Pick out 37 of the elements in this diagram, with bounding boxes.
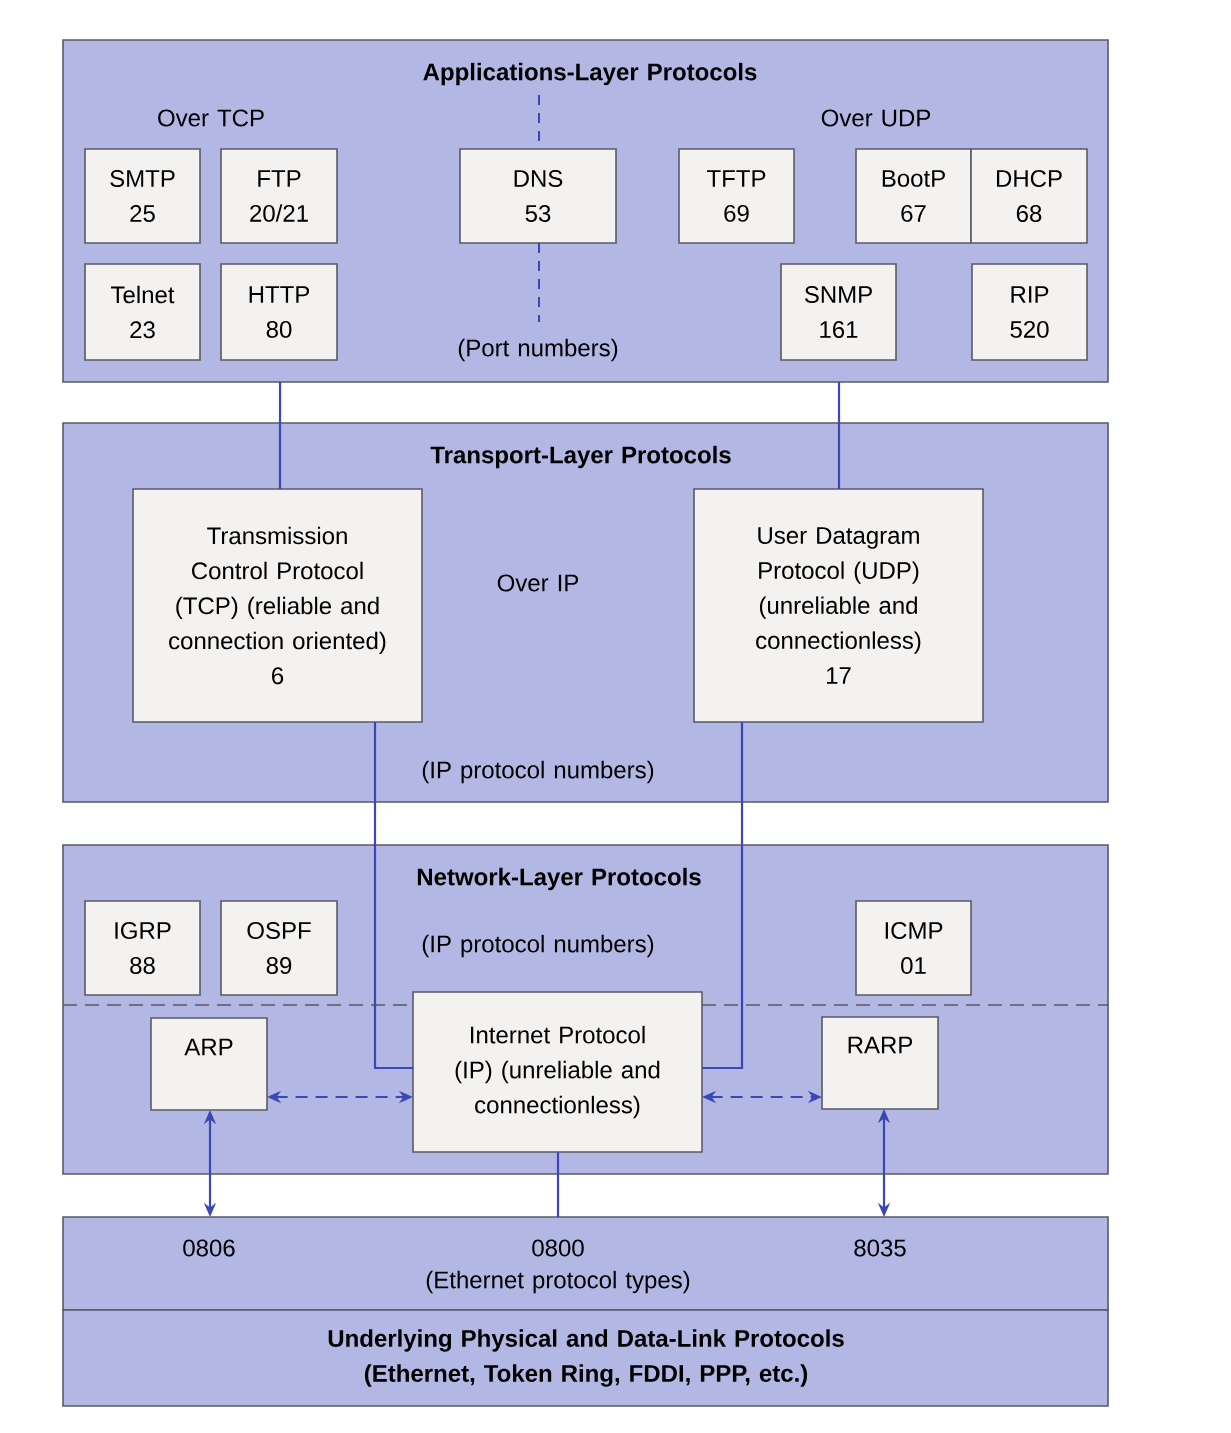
protocol-box: FTP 20/21 — [220, 148, 338, 244]
layer-heading: Applications-Layer Protocols — [423, 62, 757, 86]
protocol-box: BootP 67 — [855, 148, 972, 244]
band-label: Over UDP — [821, 109, 931, 127]
protocol-box: RIP 520 — [971, 263, 1088, 361]
protocol-box: IGRP 88 — [84, 900, 201, 996]
connector-line — [278, 382, 282, 489]
connector-line — [702, 722, 744, 1070]
protocol-box: DNS 53 — [459, 148, 617, 244]
connector-line — [373, 722, 413, 1070]
protocol-box: Internet Protocol (IP) (unreliable and connectionless) — [412, 991, 703, 1153]
band-label: 8035 — [854, 1239, 906, 1257]
protocol-box: SMTP 25 — [84, 148, 201, 244]
band-label: (Ethernet protocol types) — [426, 1270, 690, 1294]
protocol-box: OSPF 89 — [220, 900, 338, 996]
protocol-box: SNMP 161 — [780, 263, 897, 361]
protocol-box: Telnet 23 — [84, 263, 201, 361]
protocol-box: ICMP 01 — [855, 900, 972, 996]
connector-line — [837, 382, 841, 489]
band-label: Over IP — [497, 574, 579, 592]
layer-heading: Transport-Layer Protocols — [430, 445, 731, 469]
protocol-box: DHCP 68 — [970, 148, 1088, 244]
layer-heading: Underlying Physical and Data-Link Protocols (Ethernet, Token Ring, FDDI, PPP, etc.) — [328, 1329, 844, 1387]
band-label: Over TCP — [158, 109, 264, 127]
protocol-box: Transmission Control Protocol (TCP) (reliable and connection oriented) 6 — [132, 488, 423, 723]
band-label: 0806 — [183, 1239, 235, 1257]
protocol-box: TFTP 69 — [678, 148, 795, 244]
band-label: (Port numbers) — [458, 338, 618, 362]
connector-line — [556, 1152, 560, 1217]
layer-heading: Network-Layer Protocols — [417, 867, 701, 891]
band-label: (IP protocol numbers) — [422, 760, 654, 784]
protocol-box: RARP — [821, 1016, 939, 1110]
band-label: (IP protocol numbers) — [422, 934, 654, 958]
protocol-box: HTTP 80 — [220, 263, 338, 361]
protocol-box: User Datagram Protocol (UDP) (unreliable and connectionless) 17 — [693, 488, 984, 723]
protocol-box: ARP — [150, 1017, 268, 1111]
band-label: 0800 — [532, 1239, 584, 1257]
